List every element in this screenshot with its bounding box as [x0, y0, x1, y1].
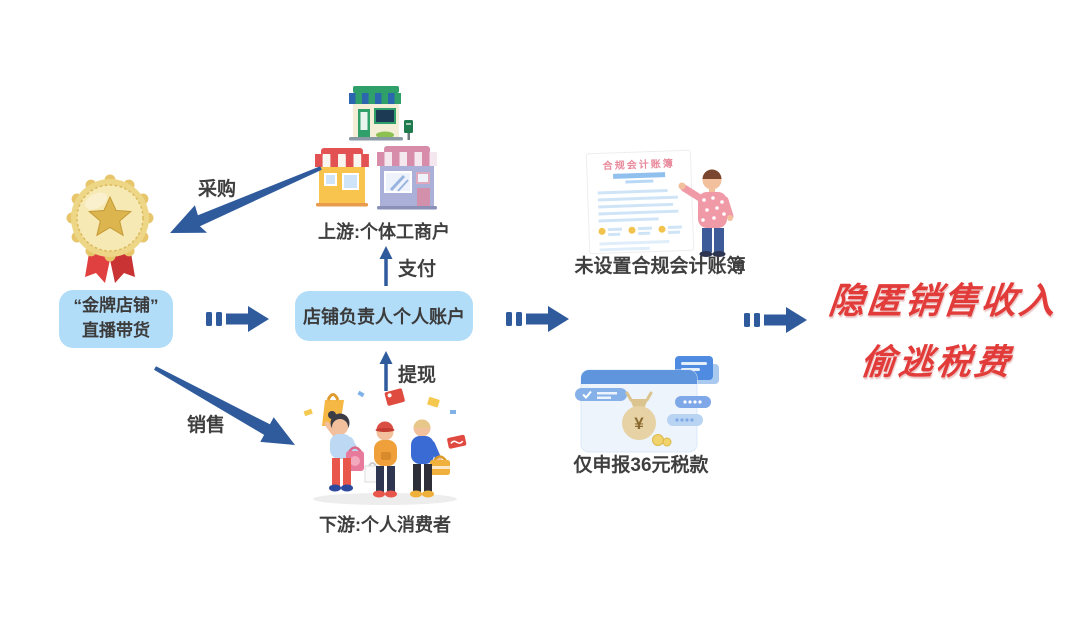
sales-label: 销售 — [187, 415, 226, 436]
withdrawal-label: 提现 — [398, 365, 437, 386]
conclusion-line2: 偷逃税费 — [858, 343, 1015, 382]
withdrawal-arrow — [379, 351, 393, 391]
presenter-person — [678, 169, 734, 257]
upstream-caption: 上游:个体工商户 — [318, 222, 450, 242]
flow-arrow-1 — [206, 306, 269, 332]
accounting-ledger-icon: 合规会计账簿 — [585, 149, 734, 257]
ledger-title: 合规会计账簿 — [602, 157, 675, 173]
shopper-right — [410, 419, 450, 498]
orange-store — [315, 148, 369, 207]
gold-shop-line1: “金牌店铺” — [73, 296, 159, 316]
node-gold-shop: “金牌店铺” 直播带货 — [59, 290, 173, 348]
shopper-middle — [364, 421, 397, 498]
payment-label: 支付 — [398, 259, 437, 280]
conclusion-text: 隐匿销售收入 偷逃税费 — [794, 272, 1080, 385]
no-books-caption: 未设置合规会计账簿 — [574, 256, 746, 277]
money-bag: ¥ — [622, 391, 672, 447]
pink-store — [377, 146, 437, 210]
node-account: 店铺负责人个人账户 — [295, 291, 473, 341]
green-store — [349, 86, 413, 141]
account-label: 店铺负责人个人账户 — [303, 307, 465, 327]
flow-arrow-2 — [506, 306, 569, 332]
yuan-symbol: ¥ — [634, 414, 644, 433]
flow-arrow-3 — [744, 307, 807, 333]
procurement-label: 采购 — [198, 179, 237, 200]
gold-medal-icon — [66, 174, 154, 283]
gold-shop-line2: 直播带货 — [82, 321, 150, 340]
payment-arrow — [379, 246, 393, 286]
procurement-arrow — [170, 166, 322, 233]
money-bag-icon: ¥ — [575, 356, 719, 453]
downstream-caption: 下游:个人消费者 — [319, 515, 451, 535]
shopper-left — [322, 393, 364, 492]
storefronts-icon — [315, 86, 437, 210]
conclusion-line1: 隐匿销售收入 — [826, 280, 1060, 321]
sales-arrow — [154, 366, 295, 445]
tax-declared-caption: 仅申报36元税款 — [573, 455, 709, 476]
shoppers-icon — [303, 388, 467, 505]
